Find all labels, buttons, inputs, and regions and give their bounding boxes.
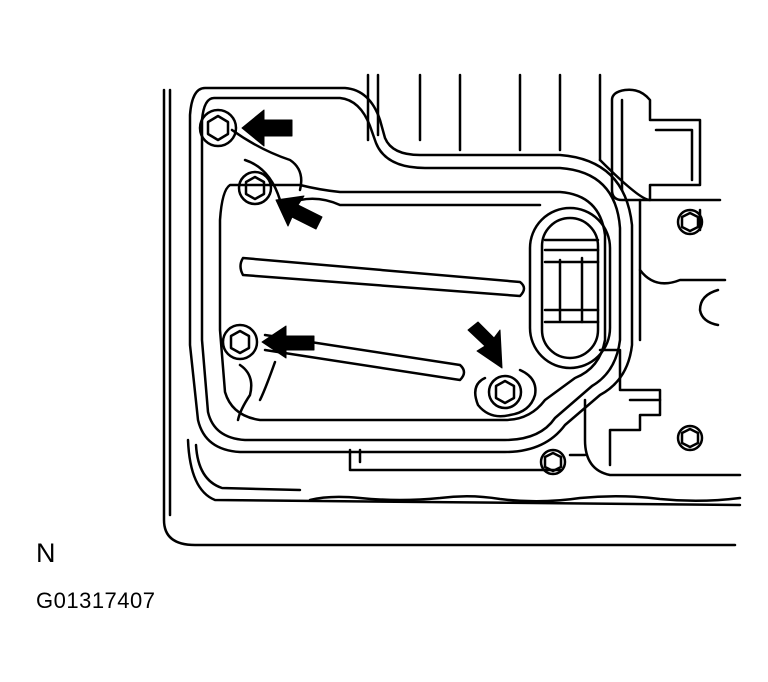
bolt-lower-left: [221, 323, 259, 361]
background-bolt: [676, 208, 704, 236]
bolt-upper-middle: [237, 170, 273, 206]
figure-id: G01317407: [36, 588, 156, 613]
arrow-to-bolt-lower-right: [467, 321, 503, 369]
arrow-to-bolt-upper-middle: [275, 195, 323, 230]
arrow-to-bolt-lower-left: [261, 325, 315, 359]
bolt-upper-left: [198, 108, 238, 148]
case-outline: [162, 88, 742, 547]
oil-strainer: [188, 86, 634, 454]
valve-body-background: [348, 73, 742, 477]
bolt-lower-right: [487, 374, 523, 410]
background-bolt: [539, 448, 567, 476]
background-bolt: [676, 424, 704, 452]
callout-letter: N: [36, 538, 56, 568]
arrow-to-bolt-upper-left: [241, 109, 293, 147]
